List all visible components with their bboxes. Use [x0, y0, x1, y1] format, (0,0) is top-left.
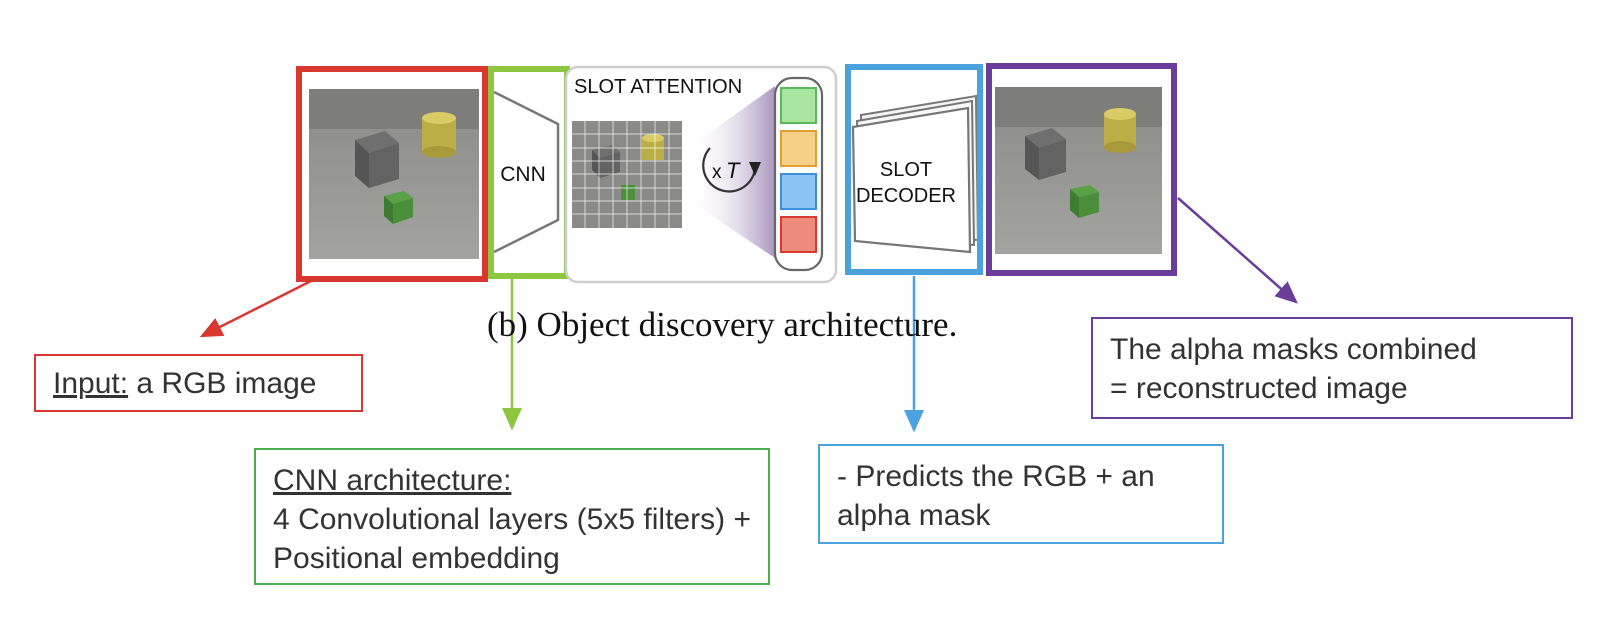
input-annotation-text: a RGB image: [128, 367, 317, 400]
recon-yellow-cylinder-icon: [1104, 108, 1136, 153]
slot-list: [780, 87, 817, 253]
slot-4: [780, 216, 817, 253]
figure-caption: (b) Object discovery architecture.: [487, 305, 958, 344]
slot-attention-panel: SLOT ATTENTION: [564, 65, 838, 284]
iteration-x: x: [712, 162, 722, 183]
attention-fan: [688, 86, 775, 258]
cnn-annotation-title: CNN architecture:: [273, 464, 512, 497]
grid-yellow-cylinder-icon: [642, 134, 664, 160]
recon-green-cube-icon: [1070, 185, 1099, 218]
feature-grid: [572, 121, 682, 228]
decoder-annotation-text: - Predicts the RGB + an alpha mask: [837, 460, 1155, 532]
recon-gray-cube-icon: [1025, 128, 1066, 180]
alpha-annotation-line2: = reconstructed image: [1110, 372, 1408, 405]
alpha-annotation-box: The alpha masks combined = reconstructed…: [1091, 317, 1573, 419]
yellow-cylinder-icon: [422, 112, 456, 158]
input-arrow: [199, 279, 312, 338]
green-cube-icon: [384, 191, 413, 224]
slot-2: [780, 130, 817, 167]
cnn-annotation-box: CNN architecture: 4 Convolutional layers…: [254, 448, 770, 585]
slot-decoder-line2: DECODER: [856, 185, 956, 207]
iteration-loop-icon: x T: [702, 147, 761, 193]
cnn-block: CNN: [493, 90, 560, 254]
slot-decoder-block: SLOT DECODER: [851, 94, 980, 254]
decoder-highlight-box: [845, 64, 983, 275]
slot-attention-label: SLOT ATTENTION: [574, 76, 742, 98]
slot-1: [780, 87, 817, 124]
decoder-annotation-box: - Predicts the RGB + an alpha mask: [818, 444, 1224, 544]
slot-decoder-line1: SLOT: [880, 159, 932, 181]
gray-cube-icon: [355, 131, 399, 188]
reconstruction-arrow: [1177, 197, 1298, 304]
slot-3: [780, 173, 817, 210]
reconstructed-image: [995, 87, 1162, 254]
grid-green-cube-icon: [621, 185, 635, 200]
input-image: [309, 89, 479, 259]
input-annotation-box: Input: a RGB image: [34, 354, 363, 412]
iteration-t: T: [726, 158, 741, 183]
cnn-label: CNN: [500, 163, 546, 186]
reconstruction-highlight-box: [986, 63, 1177, 276]
alpha-annotation-line1: The alpha masks combined: [1110, 333, 1477, 366]
cnn-annotation-text: 4 Convolutional layers (5x5 filters) + P…: [273, 503, 751, 575]
input-annotation-title: Input:: [53, 367, 129, 400]
input-highlight-box: [296, 66, 488, 282]
